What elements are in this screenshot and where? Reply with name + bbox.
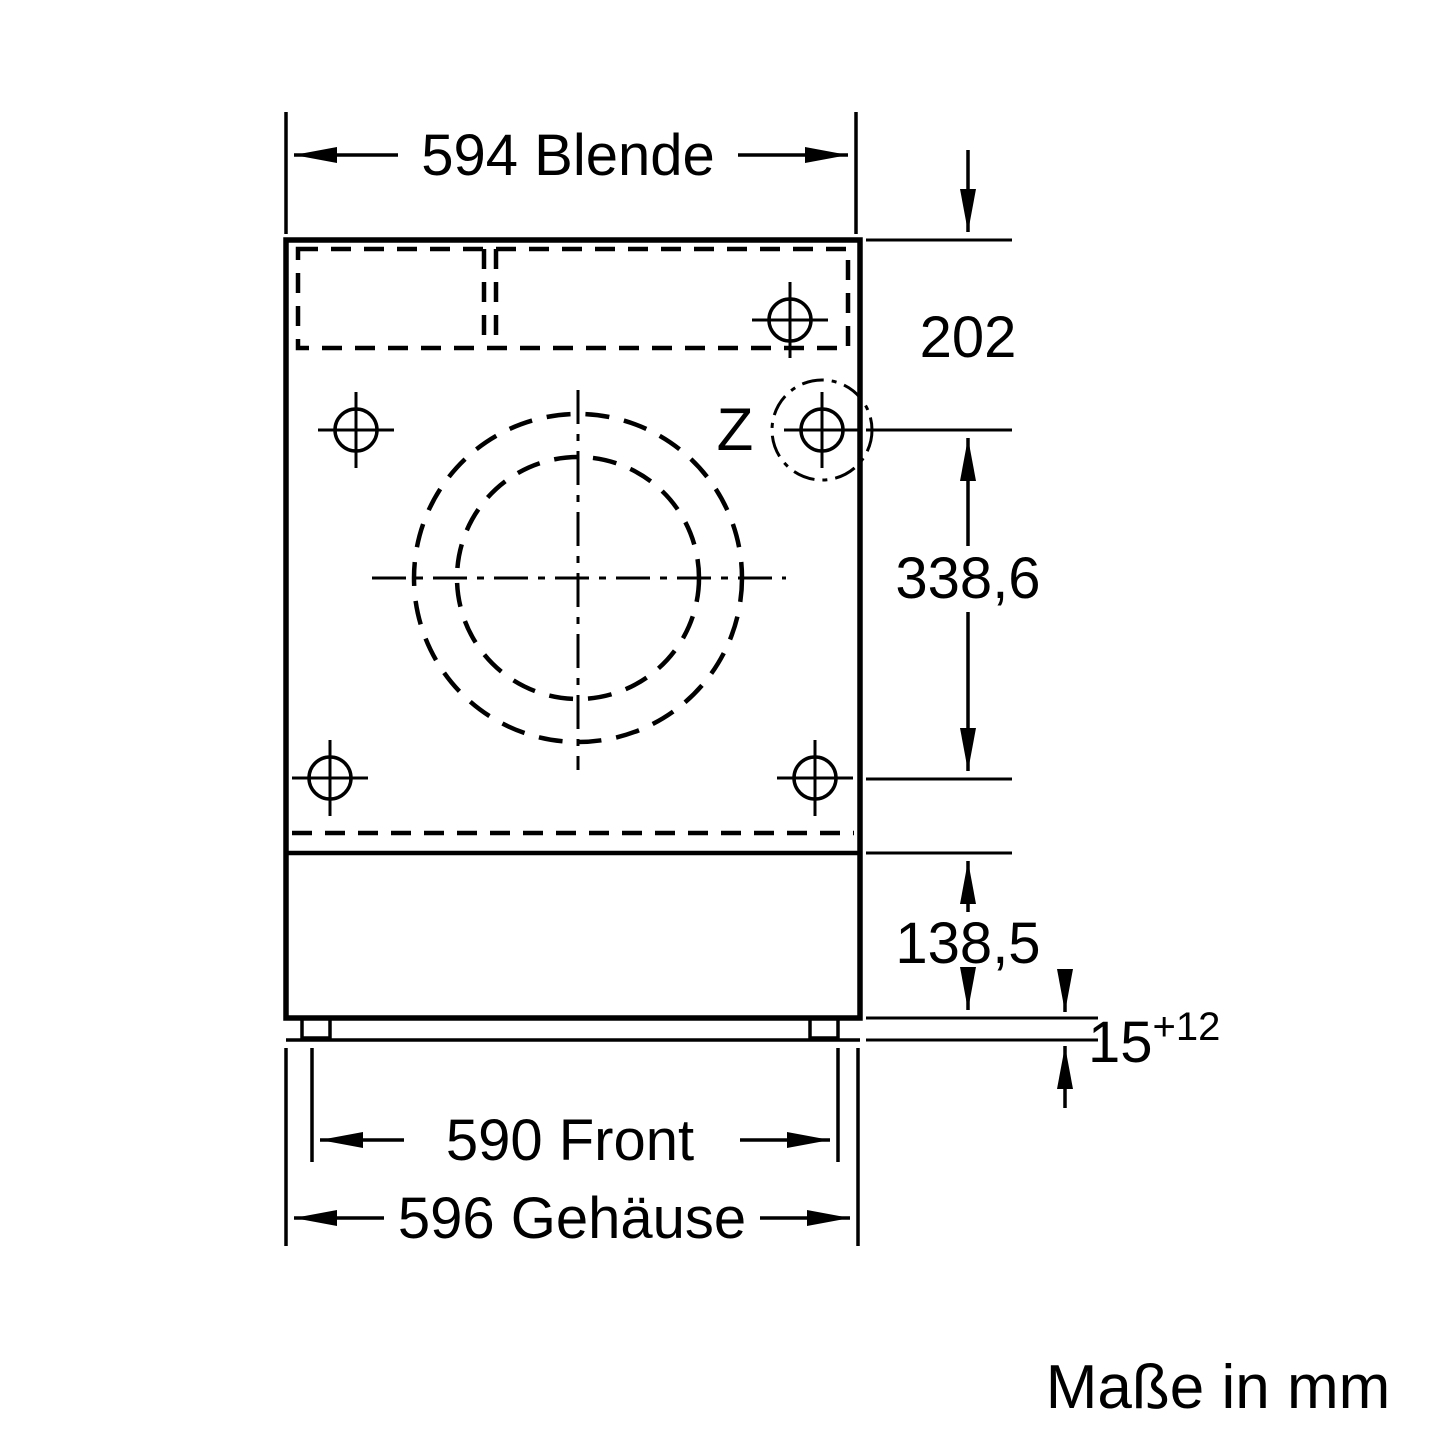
dim-plinth-height: 138,5 [866, 851, 1098, 1020]
right-foot [808, 1016, 840, 1040]
dim-housing-label: 596 Gehäuse [398, 1186, 746, 1251]
dim-202-label: 202 [920, 305, 1017, 370]
dim-top-offset: 202 [866, 150, 1016, 370]
screw-hole-markers [292, 282, 860, 816]
machine-front-outline [283, 237, 863, 1021]
dim-door-center-offset: 338,6 [866, 428, 1041, 781]
dim-blende-label: 594 Blende [421, 123, 714, 188]
dim-15-value: 15 [1088, 1010, 1153, 1075]
screw-hole-marker-top-right [752, 282, 828, 358]
dim-15-tolerance: +12 [1153, 1005, 1221, 1049]
dim-base-gap: 15+12 [866, 969, 1220, 1108]
dim-338-label: 338,6 [895, 546, 1040, 611]
detail-z-label: Z [717, 396, 754, 463]
door-opening [372, 390, 786, 770]
control-panel-outline [295, 246, 851, 351]
screw-hole-marker-bottom-right [777, 740, 853, 816]
dim-blende-width: 594 Blende [284, 112, 858, 234]
screw-hole-marker-left [318, 392, 394, 468]
dim-138-label: 138,5 [895, 911, 1040, 976]
left-foot [300, 1016, 332, 1040]
screw-hole-marker-bottom-left [292, 740, 368, 816]
dim-15-label: 15+12 [1088, 1005, 1220, 1075]
units-note: Maße in mm [1046, 1353, 1390, 1422]
dim-front-label: 590 Front [446, 1108, 694, 1173]
dim-front-width: 590 Front [310, 1048, 840, 1173]
screw-hole-marker-detail-z [784, 392, 860, 468]
machine-body [283, 237, 863, 1042]
control-panel-dashed [295, 246, 851, 351]
dim-housing-width: 596 Gehäuse [284, 1048, 860, 1251]
